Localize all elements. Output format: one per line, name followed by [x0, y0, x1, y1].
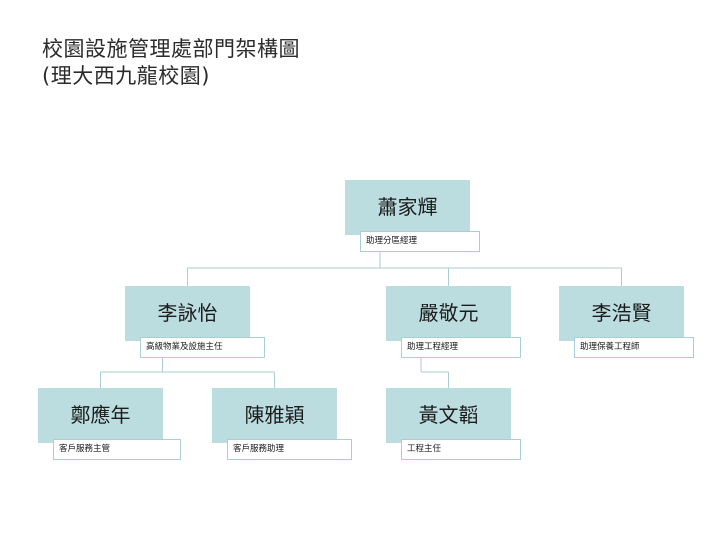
org-node[interactable]: 鄭應年客戶服務主管	[38, 388, 181, 460]
org-node-job-title: 客戶服務主管	[53, 439, 181, 460]
org-node-box	[386, 388, 511, 443]
org-node[interactable]: 李詠怡高級物業及設施主任	[125, 286, 265, 358]
org-node-box	[386, 286, 511, 341]
org-node-name: 嚴敬元	[418, 301, 479, 325]
org-node-box	[125, 286, 250, 341]
org-node[interactable]: 陳雅穎客戶服務助理	[212, 388, 352, 460]
org-node-name: 鄭應年	[70, 403, 131, 427]
org-node-box	[559, 286, 684, 341]
org-node[interactable]: 蕭家輝助理分區經理	[345, 180, 480, 252]
page-title-line-2: (理大西九龍校園)	[42, 64, 210, 88]
org-node-job-title: 客戶服務助理	[227, 439, 352, 460]
org-node-job-title: 工程主任	[401, 439, 521, 460]
org-node[interactable]: 黃文韜工程主任	[386, 388, 521, 460]
org-node[interactable]: 嚴敬元助理工程經理	[386, 286, 521, 358]
org-node-name: 陳雅穎	[244, 403, 305, 427]
org-node-job-title: 高級物業及設施主任	[140, 337, 265, 358]
org-node-box	[38, 388, 163, 443]
org-node-job-title: 助理保養工程師	[574, 337, 694, 358]
org-node-job-title: 助理分區經理	[360, 231, 480, 252]
org-node[interactable]: 李浩賢助理保養工程師	[559, 286, 694, 358]
org-node-name: 李浩賢	[591, 301, 652, 325]
page-title-line-1: 校園設施管理處部門架構圖	[42, 37, 300, 61]
page-title: 校園設施管理處部門架構圖 (理大西九龍校園)	[42, 36, 562, 90]
org-node-job-title: 助理工程經理	[401, 337, 521, 358]
org-node-box	[212, 388, 337, 443]
org-node-name: 黃文韜	[418, 403, 479, 427]
org-node-name: 李詠怡	[157, 301, 218, 325]
org-node-box	[345, 180, 470, 235]
org-node-name: 蕭家輝	[377, 195, 438, 219]
